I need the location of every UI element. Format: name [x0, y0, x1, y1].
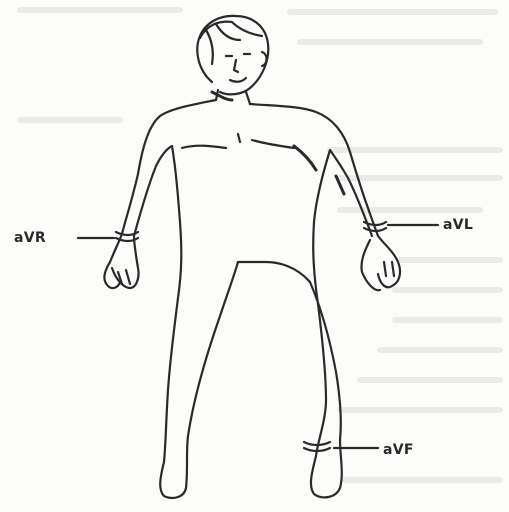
shading-marks — [212, 92, 344, 194]
left-hand-fingers — [384, 262, 394, 276]
chest-detail — [182, 134, 294, 148]
hair — [200, 22, 262, 64]
avr-label: aVR — [14, 230, 46, 246]
avf-label: aVF — [383, 442, 414, 458]
avl-label: aVL — [443, 217, 473, 233]
ear — [262, 52, 267, 66]
face-features — [226, 54, 250, 82]
background-bleed-through — [20, 10, 500, 480]
left-side-outline — [238, 104, 400, 497]
right-side-outline — [104, 100, 238, 498]
